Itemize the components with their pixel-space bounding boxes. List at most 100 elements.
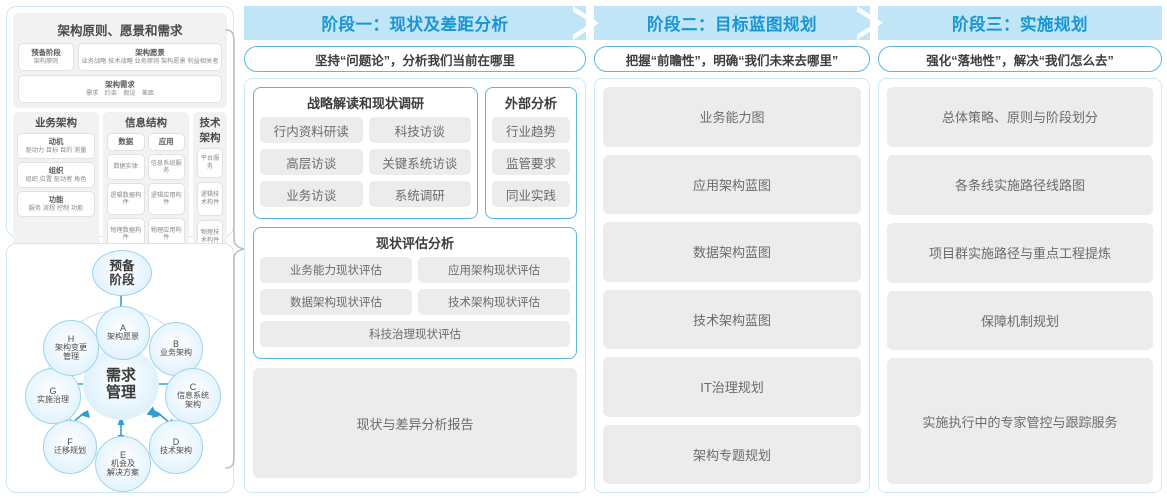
phase-2-subtitle-label: 把握“前瞻性”，明确“我们未来去哪里” xyxy=(625,53,839,68)
framework-requirements-items: 需求 约束 假设 差距 xyxy=(85,90,155,98)
phase-3-item[interactable]: 项目群实施路径与重点工程提炼 xyxy=(887,222,1153,283)
research-chip[interactable]: 行内资料研读 xyxy=(260,117,363,143)
research-chip[interactable]: 科技访谈 xyxy=(368,117,471,143)
phase-2-banner-label: 阶段二：目标蓝图规划 xyxy=(647,16,817,34)
phase-2-item[interactable]: 架构专题规划 xyxy=(603,424,861,484)
ba-function-items: 服务 流程 控制 功能 xyxy=(28,205,84,213)
research-row: 行内资料研读 科技访谈 xyxy=(260,117,471,143)
research-chip[interactable]: 业务访谈 xyxy=(260,181,363,207)
external-chip[interactable]: 监管要求 xyxy=(492,149,570,175)
gap-analysis-report[interactable]: 现状与差异分析报告 xyxy=(253,368,577,478)
assessment-row: 业务能力现状评估 应用架构现状评估 xyxy=(260,257,570,283)
adm-node-b: B 业务架构 xyxy=(149,322,203,376)
phase-2-item[interactable]: 数据架构蓝图 xyxy=(603,222,861,282)
is-app-column: 应用 信息系统服务 逻辑应用构件 物理应用构件 xyxy=(147,133,185,251)
assessment-chip[interactable]: 应用架构现状评估 xyxy=(418,257,570,283)
framework-title: 架构原则、愿景和需求 xyxy=(57,24,183,38)
assessment-chip[interactable]: 数据架构现状评估 xyxy=(260,289,412,315)
phase-2-body: 业务能力图 应用架构蓝图 数据架构蓝图 技术架构蓝图 IT治理规划 架构专题规划 xyxy=(594,78,870,493)
phase-2-item[interactable]: IT治理规划 xyxy=(603,357,861,417)
phase-3-column: 阶段三：实施规划 强化“落地性”，解决“我们怎么去” 总体策略、原则与阶段划分 … xyxy=(878,6,1162,493)
ba-function-box: 功能 服务 流程 控制 功能 xyxy=(17,191,95,217)
assessment-chip[interactable]: 业务能力现状评估 xyxy=(260,257,412,283)
phase-2-banner: 阶段二：目标蓝图规划 xyxy=(594,6,870,40)
adm-node-e: E 机会及 解决方案 xyxy=(95,436,151,492)
technology-architecture-group: 技术架构 平台服务 逻辑技术构件 物理技术构件 xyxy=(193,112,227,258)
phase-1-banner: 阶段一：现状及差距分析 xyxy=(244,6,586,40)
adm-node-d: D 技术架构 xyxy=(149,420,203,474)
research-card-grid: 行内资料研读 科技访谈 高层访谈 关键系统访谈 业务访谈 系统调研 xyxy=(260,117,471,207)
adm-node-h: H 架构变更 管理 xyxy=(43,320,99,376)
is-app-item-0: 信息系统服务 xyxy=(147,154,185,181)
ta-item-0: 平台服务 xyxy=(197,148,223,178)
phases-container: 阶段一：现状及差距分析 坚持“问题论”，分析我们当前在哪里 战略解读和现状调研 … xyxy=(244,6,1162,493)
adm-node-d-label: 技术架构 xyxy=(160,446,192,456)
adm-node-d-key: D xyxy=(172,436,180,447)
assessment-card: 现状评估分析 业务能力现状评估 应用架构现状评估 数据架构现状评估 技术架构现状… xyxy=(253,227,577,359)
phase-3-item[interactable]: 总体策略、原则与阶段划分 xyxy=(887,87,1153,147)
information-structure-group: 信息结构 数据 数据实体 逻辑数据构件 物理数据构件 应用 xyxy=(103,112,189,258)
adm-cycle-panel: 预备 阶段 需求 管理 A 架构愿景 B 业务架构 C xyxy=(6,243,234,493)
phase-2-item[interactable]: 应用架构蓝图 xyxy=(603,154,861,214)
phase-3-item[interactable]: 保障机制规划 xyxy=(887,290,1153,351)
ba-organization-head: 组织 xyxy=(48,166,64,175)
ba-organization-items: 组织 位置 驱动者 角色 xyxy=(25,176,87,184)
framework-prep-head: 预备阶段 xyxy=(31,48,61,57)
adm-node-h-key: H xyxy=(67,333,75,344)
adm-node-h-label: 架构变更 管理 xyxy=(55,343,87,361)
adm-node-c: C 信息系统 架构 xyxy=(165,368,221,424)
phase-1-body: 战略解读和现状调研 行内资料研读 科技访谈 高层访谈 关键系统访谈 xyxy=(244,78,586,493)
phase-3-banner: 阶段三：实施规划 xyxy=(878,6,1162,40)
togaf-content-framework-panel: 架构原则、愿景和需求 预备阶段 架构原则 架构愿景 业务战略 技术战略 业务原则… xyxy=(6,6,234,308)
adm-node-e-label: 机会及 解决方案 xyxy=(107,459,139,477)
phase-2-subtitle: 把握“前瞻性”，明确“我们未来去哪里” xyxy=(594,46,870,72)
phase-3-item-list: 总体策略、原则与阶段划分 各条线实施路径线路图 项目群实施路径与重点工程提炼 保… xyxy=(887,87,1153,485)
external-analysis-list: 行业趋势 监管要求 同业实践 xyxy=(492,117,570,207)
research-card-title: 战略解读和现状调研 xyxy=(306,96,424,111)
research-row: 高层访谈 关键系统访谈 xyxy=(260,149,471,175)
phase-3-subtitle: 强化“落地性”，解决“我们怎么去” xyxy=(878,46,1162,72)
adm-node-g: G 实施治理 xyxy=(25,368,81,424)
ta-item-1: 逻辑技术构件 xyxy=(197,182,223,216)
framework-requirements-head: 架构需求 xyxy=(105,80,135,89)
external-chip[interactable]: 同业实践 xyxy=(492,181,570,207)
is-data-item-1: 逻辑数据构件 xyxy=(107,183,145,216)
adm-node-prep: 预备 阶段 xyxy=(92,250,152,296)
adm-node-a-key: A xyxy=(119,322,126,333)
is-app-head-box: 应用 xyxy=(147,133,185,152)
adm-node-a-label: 架构愿景 xyxy=(107,332,139,342)
is-app-head: 应用 xyxy=(158,137,174,146)
phase-3-item[interactable]: 实施执行中的专家管控与跟踪服务 xyxy=(887,358,1153,485)
is-data-head-box: 数据 xyxy=(107,133,145,152)
business-architecture-head: 业务架构 xyxy=(35,117,77,129)
ba-function-head: 功能 xyxy=(48,195,64,204)
adm-node-b-key: B xyxy=(172,338,179,349)
adm-node-g-key: G xyxy=(49,385,57,396)
adm-node-f-label: 迁移规划 xyxy=(54,446,86,456)
research-card: 战略解读和现状调研 行内资料研读 科技访谈 高层访谈 关键系统访谈 xyxy=(253,87,478,219)
phase-3-item[interactable]: 各条线实施路径线路图 xyxy=(887,154,1153,215)
phase-1-subtitle-label: 坚持“问题论”，分析我们当前在哪里 xyxy=(314,53,515,68)
assessment-row: 数据架构现状评估 技术架构现状评估 xyxy=(260,289,570,315)
phase-1-banner-label: 阶段一：现状及差距分析 xyxy=(321,16,509,34)
external-chip[interactable]: 行业趋势 xyxy=(492,117,570,143)
framework-prep-box: 预备阶段 架构原则 xyxy=(18,43,74,71)
adm-node-g-label: 实施治理 xyxy=(37,395,69,405)
assessment-chip[interactable]: 技术架构现状评估 xyxy=(418,289,570,315)
phase-2-item[interactable]: 技术架构蓝图 xyxy=(603,289,861,349)
research-chip[interactable]: 关键系统访谈 xyxy=(368,149,471,175)
business-architecture-group: 业务架构 动机 驱动力 目标 目的 测量 组织 组织 位置 驱动者 角色 功能 … xyxy=(13,112,99,258)
phase-2-column: 阶段二：目标蓝图规划 把握“前瞻性”，明确“我们未来去哪里” 业务能力图 应用架… xyxy=(594,6,883,493)
is-data-column: 数据 数据实体 逻辑数据构件 物理数据构件 xyxy=(107,133,145,251)
phase-3-banner-label: 阶段三：实施规划 xyxy=(952,16,1088,34)
adm-node-b-label: 业务架构 xyxy=(160,348,192,358)
adm-node-f: F 迁移规划 xyxy=(43,420,97,474)
research-chip[interactable]: 高层访谈 xyxy=(260,149,363,175)
ba-organization-box: 组织 组织 位置 驱动者 角色 xyxy=(17,162,95,188)
research-row: 业务访谈 系统调研 xyxy=(260,181,471,207)
adm-node-c-key: C xyxy=(189,381,197,392)
phase-2-item[interactable]: 业务能力图 xyxy=(603,87,861,147)
research-chip[interactable]: 系统调研 xyxy=(368,181,471,207)
assessment-chip-full[interactable]: 科技治理现状评估 xyxy=(260,321,570,347)
